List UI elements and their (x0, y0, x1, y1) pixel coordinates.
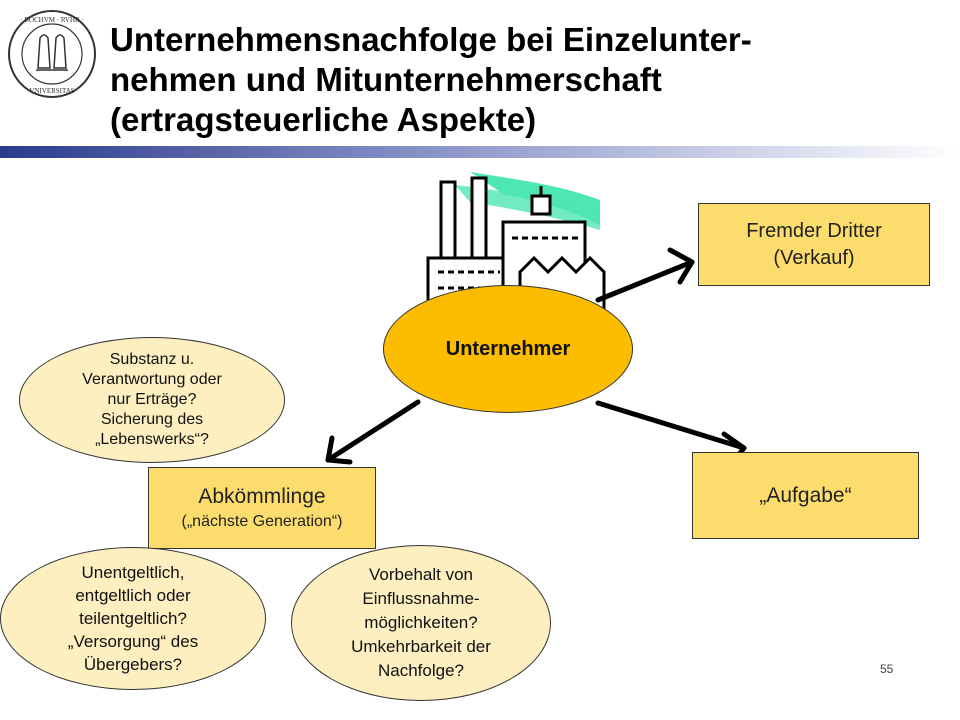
bubble-substanz-line: Substanz u. (109, 351, 195, 368)
bubble-vorbehalt-line: Einflussnahme- (362, 589, 480, 608)
abkoemmlinge-line1: Abkömmlinge (198, 485, 326, 508)
center-ellipse-unternehmer: Unternehmer (383, 285, 633, 413)
bubble-vorbehalt-line: Umkehrbarkeit der (351, 637, 491, 656)
svg-text:VNIVERSITAS: VNIVERSITAS (29, 87, 74, 95)
bubble-unentgeltlich-line: Unentgeltlich, (81, 563, 185, 582)
title-line-2: nehmen und Mitunternehmerschaft (110, 61, 662, 98)
arrow-to-abkoemmlinge (325, 399, 421, 463)
arrow-to-fremder-dritter (595, 259, 695, 303)
arrowhead-fremder-dritter (667, 247, 695, 285)
title-line-3: (ertragsteuerliche Aspekte) (110, 101, 537, 138)
svg-text:· BOCHVM · RVHR ·: · BOCHVM · RVHR · (20, 16, 84, 24)
title-line-1: Unternehmensnachfolge bei Einzelunter- (110, 21, 752, 58)
bubble-vorbehalt-line: Vorbehalt von (369, 565, 473, 584)
bubble-vorbehalt: Vorbehalt von Einflussnahme- möglichkeit… (291, 545, 551, 701)
university-seal-logo: · BOCHVM · RVHR · VNIVERSITAS (8, 10, 96, 98)
arrowhead-abkoemmlinge (325, 435, 353, 465)
aufgabe-label: „Aufgabe“ (759, 483, 852, 507)
bubble-unentgeltlich-line: teilentgeltlich? (79, 609, 187, 628)
bubble-vorbehalt-line: Nachfolge? (377, 661, 464, 680)
bubble-substanz: Substanz u. Verantwortung oder nur Erträ… (19, 337, 285, 463)
bubble-substanz-line: Verantwortung oder (82, 371, 222, 388)
title-underline-bar (0, 146, 960, 158)
fremder-dritter-line2: (Verkauf) (773, 246, 855, 269)
bubble-unentgeltlich-line: „Versorgung“ des (67, 632, 199, 651)
bubble-substanz-line: „Lebenswerks“? (95, 431, 209, 448)
center-label: Unternehmer (445, 337, 571, 360)
bubble-substanz-line: Sicherung des (100, 411, 204, 428)
bubble-substanz-line: nur Erträge? (107, 391, 197, 408)
bubble-unentgeltlich-line: entgeltlich oder (75, 586, 191, 605)
bubble-unentgeltlich-line: Übergebers? (83, 655, 183, 674)
bubble-vorbehalt-line: möglichkeiten? (364, 613, 478, 632)
fremder-dritter-line1: Fremder Dritter (746, 219, 882, 242)
slide-title: Unternehmensnachfolge bei Einzelunter- n… (110, 20, 910, 140)
abkoemmlinge-line2: („nächste Generation“) (181, 513, 343, 530)
box-aufgabe: „Aufgabe“ (692, 452, 919, 539)
box-abkoemmlinge: Abkömmlinge („nächste Generation“) (148, 467, 376, 549)
page-number: 55 (880, 662, 894, 676)
box-fremder-dritter: Fremder Dritter (Verkauf) (698, 203, 930, 286)
arrow-to-aufgabe (595, 400, 747, 451)
bubble-unentgeltlich: Unentgeltlich, entgeltlich oder teilentg… (0, 547, 266, 690)
